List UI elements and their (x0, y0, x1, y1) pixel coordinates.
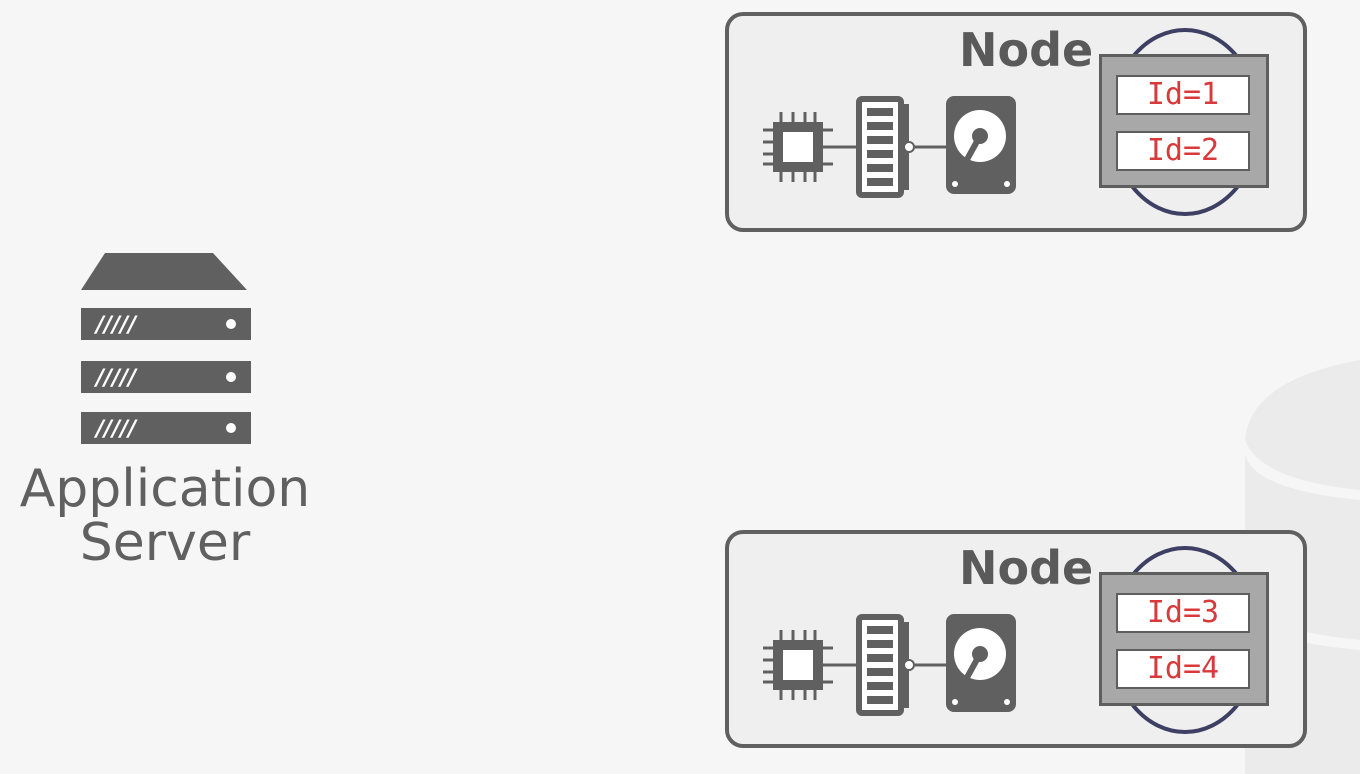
cpu-chip-icon (763, 630, 833, 700)
node-title: Node (959, 23, 1094, 77)
table-row: Id=3 (1116, 593, 1250, 633)
hard-disk-icon (946, 614, 1016, 712)
application-server: ///// ///// ///// (60, 250, 290, 454)
table-row: Id=1 (1116, 75, 1250, 115)
memory-module-icon (856, 96, 915, 198)
table-frame: Id=3 Id=4 (1099, 572, 1269, 706)
partition-table: Id=1 Id=2 (1095, 24, 1281, 220)
server-rack-icon: ///// ///// ///// (81, 253, 251, 444)
svg-text://///: ///// (93, 417, 138, 442)
label-line-1: Application (19, 459, 311, 519)
table-row: Id=2 (1116, 131, 1250, 171)
cpu-chip-icon (763, 112, 833, 182)
node-hardware (763, 96, 1016, 198)
svg-text://///: ///// (93, 313, 138, 338)
node-box-2: Node (725, 530, 1307, 748)
node-title: Node (959, 541, 1094, 595)
memory-module-icon (856, 614, 915, 716)
svg-text://///: ///// (93, 366, 138, 391)
node-hardware (763, 614, 1016, 716)
node-box-1: Node (725, 12, 1307, 232)
partition-table: Id=3 Id=4 (1095, 542, 1281, 738)
label-line-2: Server (79, 513, 251, 573)
table-row: Id=4 (1116, 649, 1250, 689)
application-server-label: Application Server (0, 462, 330, 570)
hard-disk-icon (946, 96, 1016, 194)
table-frame: Id=1 Id=2 (1099, 54, 1269, 188)
